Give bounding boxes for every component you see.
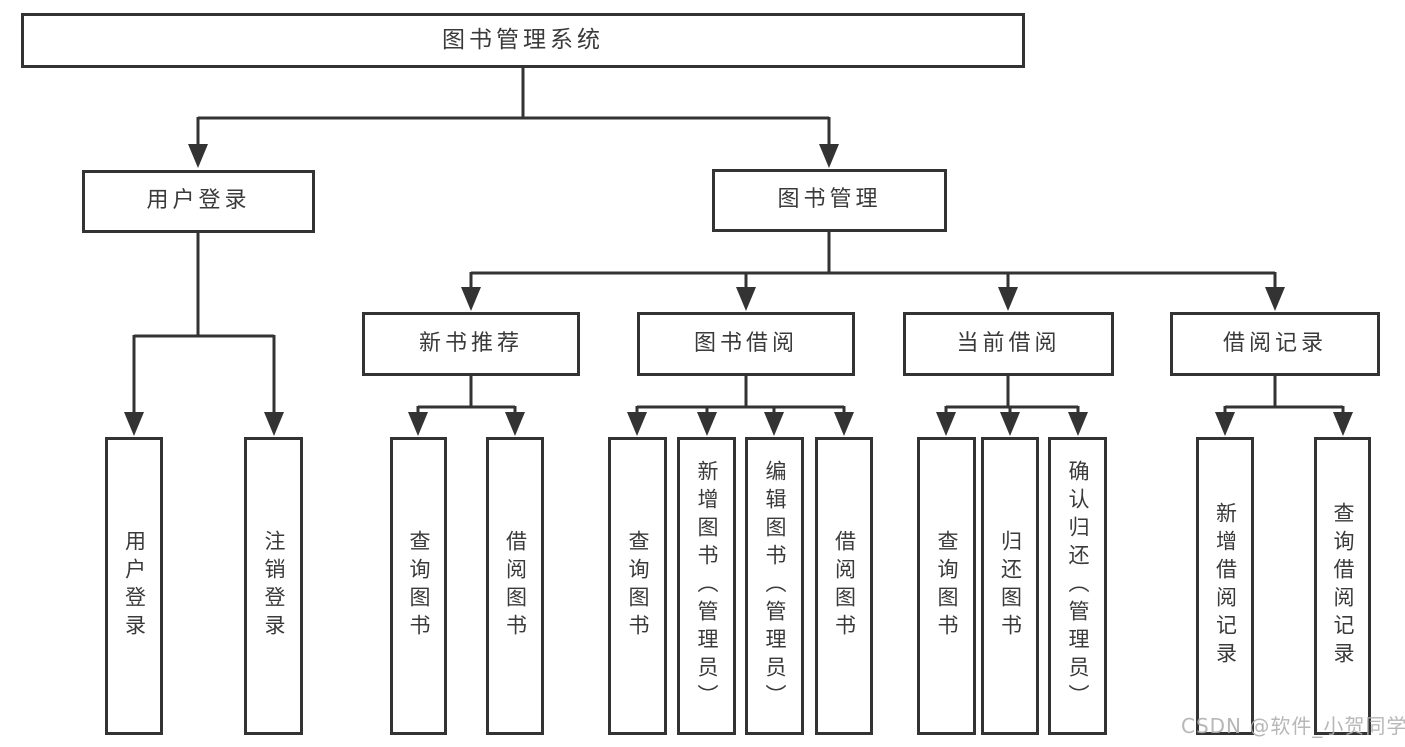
- leaf-cb-query-books: 查询图书: [917, 437, 976, 735]
- node-current-borrow: 当前借阅: [903, 312, 1114, 376]
- arrow-down-icon: [697, 412, 717, 436]
- arrow-down-icon: [124, 412, 144, 436]
- csdn-watermark: CSDN @软件_小贺同学: [1181, 714, 1405, 738]
- leaf-bb-add-books-admin: 新增图书（管理员）: [677, 437, 736, 735]
- connector-new-book: [416, 376, 517, 424]
- arrow-down-icon: [461, 287, 481, 311]
- arrow-down-icon: [1333, 412, 1353, 436]
- node-user-login: 用户登录: [82, 170, 315, 233]
- leaf-user-login: 用户登录: [105, 437, 163, 735]
- arrow-down-icon: [736, 287, 756, 311]
- connector-user-login: [132, 233, 276, 424]
- leaf-logout: 注销登录: [244, 437, 303, 735]
- leaf-bb-borrow-books: 借阅图书: [815, 437, 873, 735]
- arrow-down-icon: [834, 412, 854, 436]
- arrow-down-icon: [936, 412, 956, 436]
- leaf-nb-query-books: 查询图书: [390, 437, 447, 735]
- leaf-cb-return-books: 归还图书: [981, 437, 1039, 735]
- arrow-down-icon: [1068, 412, 1088, 436]
- arrow-down-icon: [1215, 412, 1235, 436]
- node-new-book-recommend: 新书推荐: [362, 312, 580, 376]
- leaf-cb-confirm-return-admin: 确认归还（管理员）: [1048, 437, 1107, 735]
- arrow-down-icon: [764, 412, 784, 436]
- connector-book-borrow: [635, 376, 846, 424]
- node-book-borrow: 图书借阅: [637, 312, 855, 376]
- arrow-down-icon: [627, 412, 647, 436]
- arrow-down-icon: [505, 412, 525, 436]
- connector-root: [196, 66, 831, 156]
- leaf-nb-borrow-books: 借阅图书: [486, 437, 544, 735]
- arrow-down-icon: [998, 287, 1018, 311]
- node-library-management-system: 图书管理系统: [21, 13, 1025, 68]
- leaf-bb-edit-books-admin: 编辑图书（管理员）: [745, 437, 804, 735]
- connector-book-management: [469, 232, 1277, 300]
- leaf-br-add-record: 新增借阅记录: [1196, 437, 1254, 735]
- arrow-down-icon: [408, 412, 428, 436]
- arrow-down-icon: [1000, 412, 1020, 436]
- arrow-down-icon: [188, 144, 208, 168]
- connector-borrow-records: [1223, 376, 1345, 424]
- arrow-down-icon: [1265, 287, 1285, 311]
- node-book-management: 图书管理: [712, 169, 947, 232]
- node-borrow-records: 借阅记录: [1170, 312, 1380, 376]
- arrow-down-icon: [819, 144, 839, 168]
- arrowhead-icons: [124, 144, 1353, 436]
- leaf-br-query-record: 查询借阅记录: [1314, 437, 1371, 735]
- leaf-bb-query-books: 查询图书: [608, 437, 667, 735]
- arrow-down-icon: [264, 412, 284, 436]
